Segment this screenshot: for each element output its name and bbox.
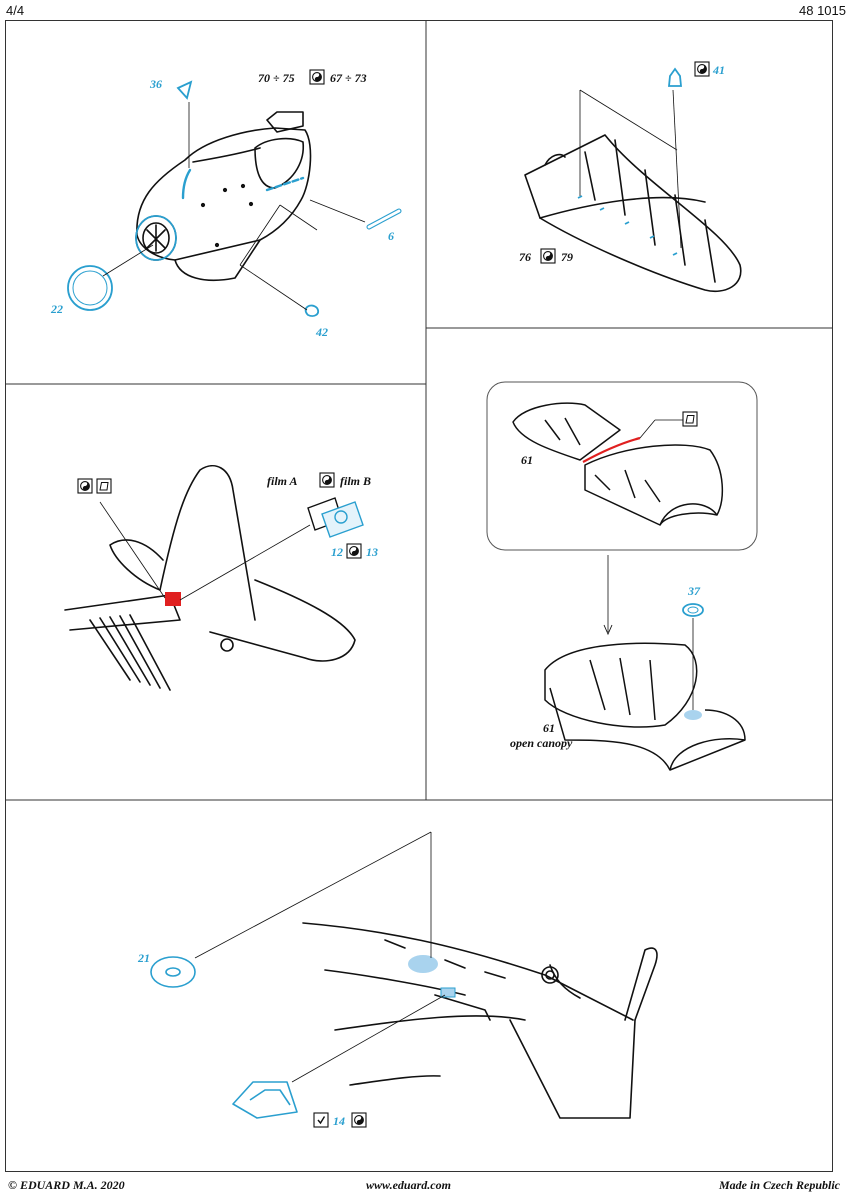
wing-panel: 41 76 79 — [519, 61, 742, 292]
engine-etched-parts — [67, 80, 402, 317]
red-mark — [165, 592, 181, 606]
flip-symbol-icon — [346, 543, 362, 559]
product-code: 48 1015 — [799, 3, 846, 18]
tail-panel: film A film B 12 13 — [64, 465, 378, 691]
canopy-open-drawing — [544, 642, 746, 771]
copyright-text: © EDUARD M.A. 2020 — [8, 1178, 125, 1192]
part-12-label: 12 — [331, 545, 343, 559]
detail-callout-box — [486, 381, 758, 551]
tail-drawing — [64, 465, 356, 691]
part-61-bottom-label: 61 — [543, 721, 555, 735]
check-symbol-icon — [313, 1112, 329, 1128]
page-number: 4/4 — [6, 3, 25, 18]
flip-symbol-icon — [351, 1112, 367, 1128]
part-42-label: 42 — [315, 325, 328, 339]
part-14-drawing — [232, 1081, 298, 1119]
wing-drawing — [524, 134, 742, 292]
film-b-label: film B — [340, 474, 371, 488]
part-21-drawing — [150, 956, 196, 988]
part-22-label: 22 — [50, 302, 63, 316]
part-37-label: 37 — [687, 584, 701, 598]
panel-frame — [5, 20, 833, 1172]
part-61-top-label: 61 — [521, 453, 533, 467]
step-range-a: 70 ÷ 75 — [258, 71, 295, 85]
fuselage-leader-lines — [194, 831, 446, 1083]
part-21-label: 21 — [137, 951, 150, 965]
website-link[interactable]: www.eduard.com — [366, 1178, 451, 1192]
engine-cowling-panel: 36 22 42 6 70 ÷ 75 67 ÷ 73 — [50, 69, 402, 339]
fold-symbol-icon — [682, 411, 698, 427]
open-canopy-caption: open canopy — [510, 736, 573, 750]
part-37-drawing — [682, 603, 704, 617]
wing-leader-lines — [579, 89, 682, 249]
step-range-b: 67 ÷ 73 — [330, 71, 367, 85]
fuselage-drawing — [302, 922, 658, 1119]
engine-cowling-drawing — [135, 111, 312, 282]
engine-leader-lines — [102, 102, 366, 311]
tail-leader-lines — [99, 501, 311, 601]
flip-symbol-icon — [309, 69, 325, 85]
part-36-label: 36 — [149, 77, 162, 91]
red-cut-line — [582, 436, 641, 463]
part-13-label: 13 — [366, 545, 378, 559]
flip-symbol-icon — [319, 472, 335, 488]
blue-fill-area — [440, 987, 456, 998]
instruction-sheet: 36 22 42 6 70 ÷ 75 67 ÷ 73 41 76 79 — [5, 20, 833, 1172]
canopy-panel: 61 37 61 open canopy — [486, 381, 758, 771]
flip-symbol-icon — [694, 61, 710, 77]
step-range-a: 76 — [519, 250, 531, 264]
canopy-closed-drawing — [512, 402, 724, 526]
origin-text: Made in Czech Republic — [718, 1178, 840, 1192]
blue-fill-area — [408, 955, 438, 973]
film-a-label: film A — [267, 474, 298, 488]
part-14-label: 14 — [333, 1114, 345, 1128]
blue-fill-area — [684, 710, 702, 720]
flip-symbol-icon — [540, 248, 556, 264]
fuselage-panel: 21 14 — [137, 831, 658, 1128]
part-6-label: 6 — [388, 229, 394, 243]
part-41-label: 41 — [712, 63, 725, 77]
film-parts-drawing — [307, 497, 364, 538]
flip-symbol-icon — [77, 478, 93, 494]
fold-symbol-icon — [96, 478, 112, 494]
step-range-b: 79 — [561, 250, 573, 264]
wing-etched-parts — [577, 67, 682, 256]
